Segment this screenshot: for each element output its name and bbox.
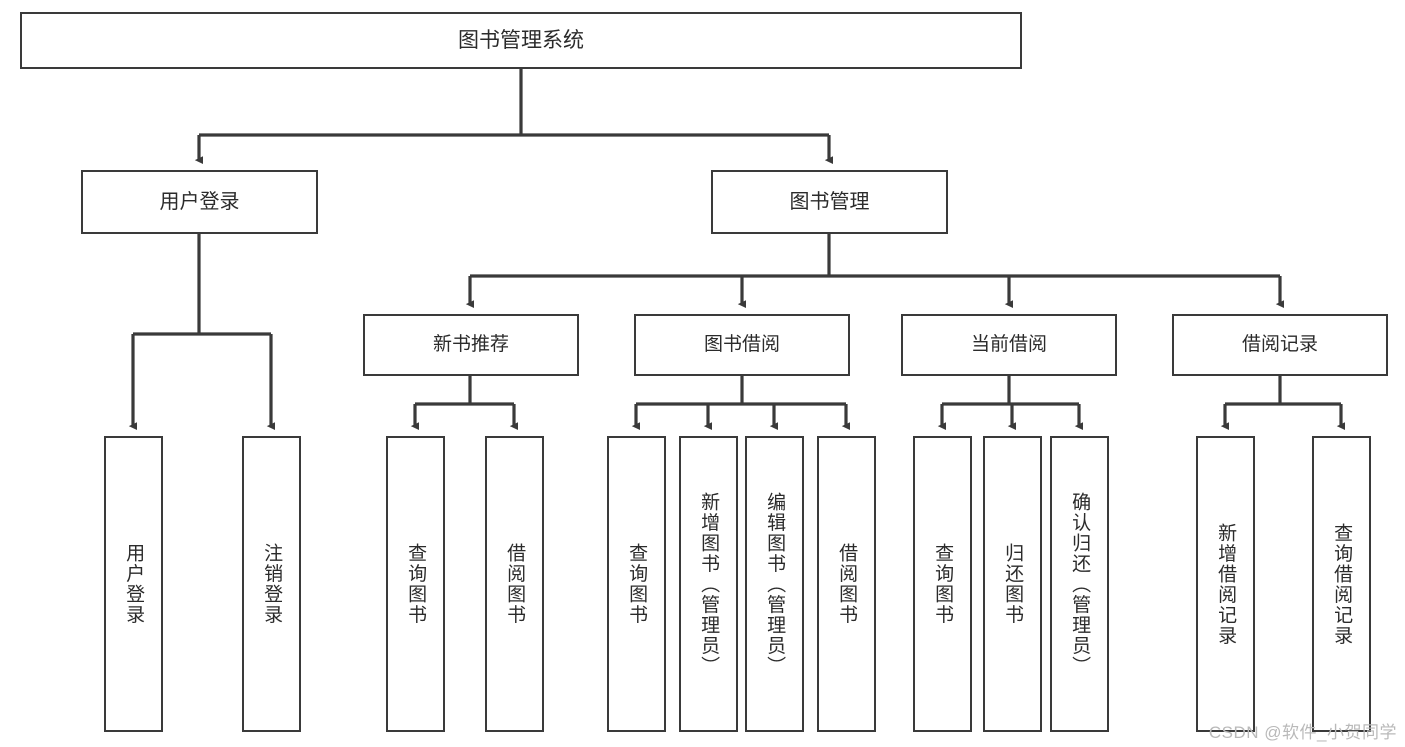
node-leaf-query-book-rec-label: 查询图书	[405, 543, 427, 625]
node-leaf-query-book-current-label: 查询图书	[932, 543, 954, 625]
node-current-borrow-label: 当前借阅	[970, 334, 1047, 356]
node-leaf-return-book[interactable]: 归还图书	[983, 436, 1042, 732]
node-leaf-add-borrow-record-label: 新增借阅记录	[1215, 522, 1237, 646]
node-leaf-borrow-book-rec[interactable]: 借阅图书	[485, 436, 544, 732]
node-leaf-edit-book-admin[interactable]: 编辑图书（管理员）	[745, 436, 804, 732]
node-leaf-user-logout-label: 注销登录	[261, 543, 283, 625]
node-leaf-add-borrow-record[interactable]: 新增借阅记录	[1196, 436, 1255, 732]
node-leaf-query-borrow-record-label: 查询借阅记录	[1331, 522, 1353, 646]
node-leaf-user-login-label: 用户登录	[123, 543, 145, 625]
node-leaf-query-book-rec[interactable]: 查询图书	[386, 436, 445, 732]
node-current-borrow[interactable]: 当前借阅	[901, 314, 1117, 376]
node-leaf-borrow-book-label: 借阅图书	[836, 543, 858, 625]
node-root[interactable]: 图书管理系统	[20, 12, 1022, 69]
node-leaf-query-book-borrow-label: 查询图书	[626, 543, 648, 625]
node-leaf-add-book-admin-label: 新增图书（管理员）	[698, 491, 720, 677]
watermark: CSDN @软件_小贺同学	[1208, 723, 1397, 742]
node-user-login-label: 用户登录	[159, 190, 240, 213]
node-book-borrow[interactable]: 图书借阅	[634, 314, 850, 376]
node-root-label: 图书管理系统	[458, 28, 584, 52]
node-book-manage[interactable]: 图书管理	[711, 170, 948, 234]
node-leaf-add-book-admin[interactable]: 新增图书（管理员）	[679, 436, 738, 732]
node-borrow-record[interactable]: 借阅记录	[1172, 314, 1388, 376]
node-leaf-return-book-label: 归还图书	[1002, 543, 1024, 625]
node-leaf-confirm-return-admin-label: 确认归还（管理员）	[1069, 491, 1091, 677]
node-leaf-borrow-book-rec-label: 借阅图书	[504, 543, 526, 625]
node-leaf-user-login[interactable]: 用户登录	[104, 436, 163, 732]
node-borrow-record-label: 借阅记录	[1241, 334, 1318, 356]
node-leaf-edit-book-admin-label: 编辑图书（管理员）	[764, 491, 786, 677]
node-leaf-query-book-borrow[interactable]: 查询图书	[607, 436, 666, 732]
node-book-manage-label: 图书管理	[789, 190, 870, 213]
node-new-book-recommend[interactable]: 新书推荐	[363, 314, 579, 376]
node-user-login[interactable]: 用户登录	[81, 170, 318, 234]
node-leaf-query-borrow-record[interactable]: 查询借阅记录	[1312, 436, 1371, 732]
node-leaf-user-logout[interactable]: 注销登录	[242, 436, 301, 732]
node-leaf-borrow-book[interactable]: 借阅图书	[817, 436, 876, 732]
node-leaf-query-book-current[interactable]: 查询图书	[913, 436, 972, 732]
node-new-book-recommend-label: 新书推荐	[432, 334, 509, 356]
node-leaf-confirm-return-admin[interactable]: 确认归还（管理员）	[1050, 436, 1109, 732]
node-book-borrow-label: 图书借阅	[703, 334, 780, 356]
